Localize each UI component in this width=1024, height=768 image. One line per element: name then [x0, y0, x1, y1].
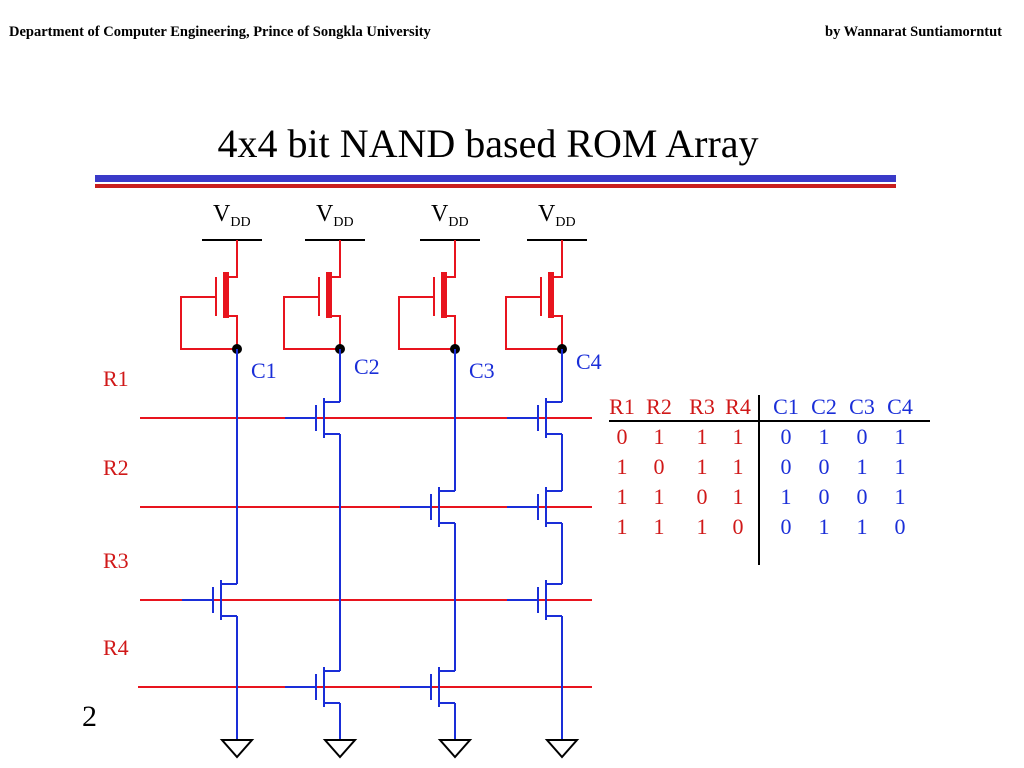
page-number-fragment: 2: [82, 700, 97, 733]
header-author: by Wannarat Suntiamorntut: [825, 24, 1002, 40]
row-label-1: R1: [103, 366, 129, 391]
column-label-2: C2: [354, 354, 380, 379]
ground-symbol-1: [219, 739, 255, 759]
table-header-r4: R4: [725, 394, 751, 419]
ground-symbol-2: [322, 739, 358, 759]
table-row2-c3: 1: [857, 454, 868, 479]
table-row4-r4: 0: [733, 514, 744, 539]
table-row1-r3: 1: [697, 424, 708, 449]
table-row4-r2: 1: [654, 514, 665, 539]
column-label-3: C3: [469, 358, 495, 383]
table-row1-c4: 1: [895, 424, 906, 449]
vdd-label-4: VDD: [538, 201, 576, 230]
table-row2-r4: 1: [733, 454, 744, 479]
column-label-1: C1: [251, 358, 277, 383]
table-header-r1: R1: [609, 394, 635, 419]
load-gate-tie-4: [505, 296, 562, 350]
table-row1-c3: 0: [857, 424, 868, 449]
table-row1-r1: 0: [617, 424, 628, 449]
row-label-3: R3: [103, 548, 129, 573]
table-header-r3: R3: [689, 394, 715, 419]
table-row1-r4: 1: [733, 424, 744, 449]
header-department: Department of Computer Engineering, Prin…: [9, 24, 431, 40]
table-header-c3: C3: [849, 394, 875, 419]
load-gate-tie-2: [283, 296, 340, 350]
load-drain-1: [226, 240, 238, 278]
table-row4-c4: 0: [895, 514, 906, 539]
table-row4-c3: 1: [857, 514, 868, 539]
load-gate-tie-3: [398, 296, 455, 350]
load-source-3: [444, 315, 456, 349]
table-header-c2: C2: [811, 394, 837, 419]
table-header-r2: R2: [646, 394, 672, 419]
table-row3-c4: 1: [895, 484, 906, 509]
title-underline-red: [95, 184, 896, 188]
load-source-4: [551, 315, 563, 349]
load-drain-2: [329, 240, 341, 278]
table-row2-r3: 1: [697, 454, 708, 479]
table-row1-c2: 1: [819, 424, 830, 449]
slide-title: 4x4 bit NAND based ROM Array: [217, 121, 759, 166]
table-row4-c1: 0: [781, 514, 792, 539]
load-source-2: [329, 315, 341, 349]
title-underline-blue: [95, 175, 896, 182]
table-row3-r1: 1: [617, 484, 628, 509]
load-gate-tie-1: [180, 296, 237, 350]
table-row3-c2: 0: [819, 484, 830, 509]
table-row3-c1: 1: [781, 484, 792, 509]
vdd-label-1: VDD: [213, 201, 251, 230]
table-row4-c2: 1: [819, 514, 830, 539]
table-row2-c1: 0: [781, 454, 792, 479]
table-row4-r1: 1: [617, 514, 628, 539]
table-row2-c2: 0: [819, 454, 830, 479]
row-label-2: R2: [103, 455, 129, 480]
table-row1-c1: 0: [781, 424, 792, 449]
column-label-4: C4: [576, 349, 602, 374]
table-row2-r2: 0: [654, 454, 665, 479]
table-row3-r2: 1: [654, 484, 665, 509]
load-drain-3: [444, 240, 456, 278]
load-drain-4: [551, 240, 563, 278]
table-row3-c3: 0: [857, 484, 868, 509]
table-header-c4: C4: [887, 394, 913, 419]
load-source-1: [226, 315, 238, 349]
vdd-label-2: VDD: [316, 201, 354, 230]
table-row3-r3: 0: [697, 484, 708, 509]
table-header-c1: C1: [773, 394, 799, 419]
row-label-4: R4: [103, 635, 129, 660]
table-row1-r2: 1: [654, 424, 665, 449]
table-row4-r3: 1: [697, 514, 708, 539]
ground-symbol-4: [544, 739, 580, 759]
table-row3-r4: 1: [733, 484, 744, 509]
table-row2-c4: 1: [895, 454, 906, 479]
table-row2-r1: 1: [617, 454, 628, 479]
ground-symbol-3: [437, 739, 473, 759]
vdd-label-3: VDD: [431, 201, 469, 230]
